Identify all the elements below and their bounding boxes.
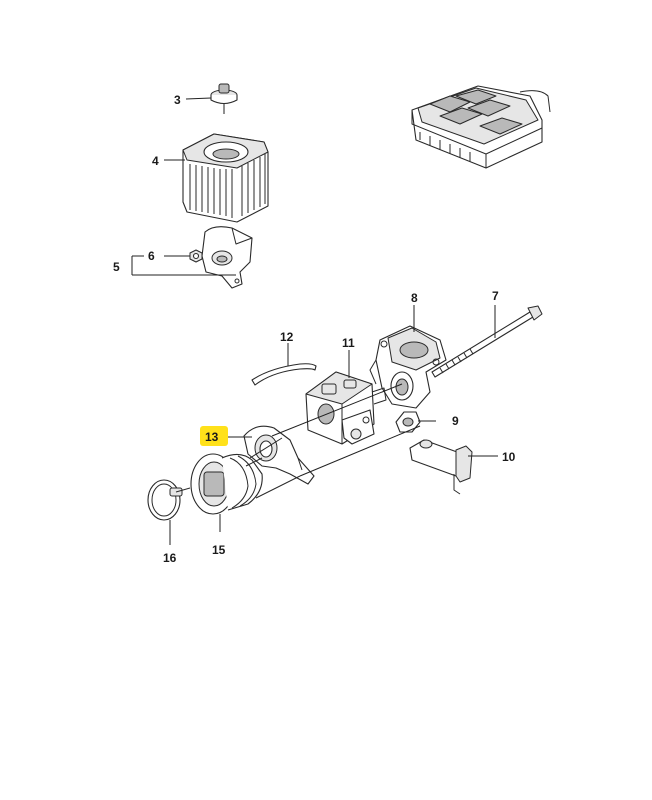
callout-5: 5 — [113, 260, 120, 274]
part-air-filter[interactable] — [182, 133, 269, 223]
assembly-lines — [245, 383, 421, 477]
part-flange-gasket[interactable] — [243, 425, 315, 485]
callout-11: 11 — [342, 336, 355, 350]
leader-lines — [131, 97, 498, 545]
part-filter-holder[interactable] — [201, 226, 253, 289]
callout-15: 15 — [212, 543, 226, 557]
callout-9: 9 — [452, 414, 459, 428]
part-hose-clamp[interactable] — [147, 479, 191, 521]
callout-7: 7 — [492, 289, 499, 303]
part-small-gasket[interactable] — [395, 411, 421, 433]
part-nut[interactable] — [189, 249, 203, 263]
callout-12: 12 — [280, 330, 294, 344]
part-bracket-link[interactable] — [409, 439, 473, 495]
callout-labels: 3 4 5 6 7 8 9 10 11 12 13 15 16 — [113, 93, 516, 565]
part-intake-manifold[interactable] — [369, 325, 447, 409]
part-carburetor[interactable] — [305, 371, 387, 445]
callout-13[interactable]: 13 — [205, 430, 219, 444]
callout-16: 16 — [163, 551, 177, 565]
callout-6: 6 — [148, 249, 155, 263]
part-intake-boot[interactable] — [190, 437, 301, 515]
part-long-bolt[interactable] — [431, 305, 543, 378]
part-fuel-hose[interactable] — [251, 363, 317, 386]
callout-3: 3 — [174, 93, 181, 107]
callout-10: 10 — [502, 450, 516, 464]
part-knob-screw[interactable] — [210, 83, 238, 114]
callout-13-highlight — [200, 426, 228, 446]
callout-8: 8 — [411, 291, 418, 305]
inset-cover-detail — [411, 85, 551, 169]
callout-4: 4 — [152, 154, 159, 168]
